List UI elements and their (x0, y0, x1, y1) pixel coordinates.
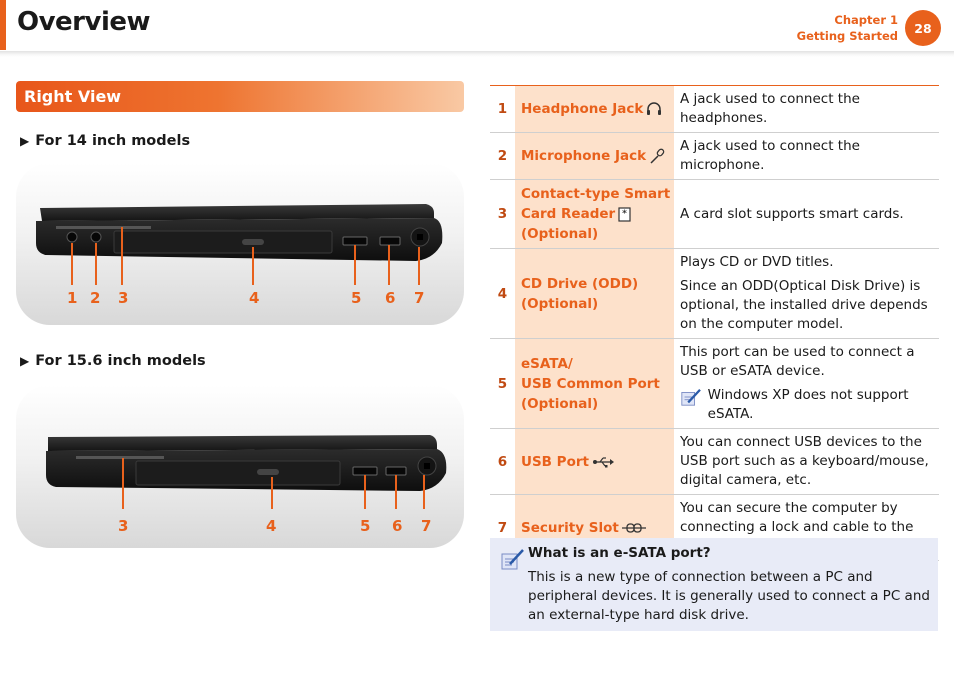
chapter-number: Chapter 1 (834, 13, 898, 27)
callout-6: 6 (392, 517, 403, 535)
description-text: You can connect USB devices to the USB p… (680, 434, 929, 488)
table-row: 5 eSATA/ USB Common Port (Optional) This… (490, 338, 939, 429)
triangle-bullet-icon: ▶ (20, 134, 30, 148)
port-name-text: USB Port (521, 453, 589, 470)
callout-7: 7 (421, 517, 432, 535)
note-pencil-icon (501, 549, 524, 570)
usb-icon (592, 456, 614, 467)
section-title: Right View (24, 87, 122, 106)
port-name-line: (Optional) (521, 226, 599, 242)
page-title: Overview (17, 7, 151, 37)
description-text: Plays CD or DVD titles. (680, 254, 834, 270)
note-pencil-icon (681, 388, 701, 406)
port-name-line: (Optional) (521, 395, 599, 412)
port-name-line: CD Drive (ODD) (521, 275, 639, 292)
callout-6: 6 (385, 289, 396, 307)
page-number-badge: 28 (905, 10, 941, 46)
port-name-line: (Optional) (521, 295, 599, 312)
callout-3: 3 (118, 289, 129, 307)
laptop-14-inch-image (16, 163, 464, 325)
port-description: A jack used to connect the microphone. (674, 132, 939, 180)
port-name: USB Port (515, 428, 674, 495)
subheading-15-inch-label: For 15.6 inch models (35, 353, 206, 369)
port-description: A card slot supports smart cards. (674, 179, 939, 249)
note-title: What is an e-SATA port? (528, 545, 711, 561)
laptop-15-inch-image (16, 385, 464, 548)
row-number: 1 (490, 85, 515, 133)
chapter-label: Chapter 1 Getting Started (797, 12, 898, 44)
port-name: Contact-type Smart Card Reader * (Optiona… (515, 179, 674, 249)
port-name-text: Headphone Jack (521, 101, 644, 117)
port-description: You can connect USB devices to the USB p… (674, 428, 939, 495)
laptop-15-inch-illustration (46, 435, 447, 509)
table-row: 6 USB Port You can connect USB devices t… (490, 428, 939, 495)
port-description: This port can be used to connect a USB o… (674, 338, 939, 429)
laptop-14-inch-illustration (36, 204, 443, 285)
headphone-icon (647, 102, 662, 115)
row-number: 6 (490, 428, 515, 495)
port-description: Plays CD or DVD titles. Since an ODD(Opt… (674, 248, 939, 339)
callout-5: 5 (360, 517, 371, 535)
note-body: This is a new type of connection between… (528, 569, 930, 623)
description-text: Since an ODD(Optical Disk Drive) is opti… (680, 278, 928, 332)
port-description-table: 1 Headphone Jack A jack used to connect … (490, 85, 939, 561)
row-number: 4 (490, 248, 515, 339)
port-name-line: Card Reader (521, 206, 616, 222)
asterisk-note-icon: * (618, 206, 631, 222)
row-number: 5 (490, 338, 515, 429)
header-divider (0, 51, 954, 57)
callout-1: 1 (67, 289, 78, 307)
triangle-bullet-icon: ▶ (20, 354, 30, 368)
port-name-text: Microphone Jack (521, 148, 647, 164)
table-row: 1 Headphone Jack A jack used to connect … (490, 85, 939, 133)
microphone-icon (650, 148, 665, 164)
row-number: 2 (490, 132, 515, 180)
section-heading-bar: Right View (16, 81, 464, 112)
port-name: Microphone Jack (515, 132, 674, 180)
table-row: 3 Contact-type Smart Card Reader * (Optio… (490, 179, 939, 249)
table-row: 4 CD Drive (ODD) (Optional) Plays CD or … (490, 248, 939, 339)
callout-3: 3 (118, 517, 129, 535)
port-name-text: Security Slot (521, 519, 619, 536)
lock-slot-icon (621, 522, 646, 533)
header-accent-bar (0, 0, 6, 50)
port-name-line: Contact-type Smart (521, 186, 671, 202)
port-description: A jack used to connect the headphones. (674, 85, 939, 133)
port-name: CD Drive (ODD) (Optional) (515, 248, 674, 339)
subheading-14-inch-label: For 14 inch models (35, 133, 191, 149)
port-name-line: eSATA/ (521, 355, 573, 372)
port-name: eSATA/ USB Common Port (Optional) (515, 338, 674, 429)
description-text: A card slot supports smart cards. (680, 205, 904, 222)
callout-4: 4 (266, 517, 277, 535)
inline-note-text: Windows XP does not support eSATA. (707, 387, 909, 422)
description-text: A jack used to connect the headphones. (680, 91, 860, 126)
callout-7: 7 (414, 289, 425, 307)
port-name: Headphone Jack (515, 85, 674, 133)
table-row: 2 Microphone Jack A jack used to connect… (490, 132, 939, 180)
chapter-name: Getting Started (796, 29, 898, 43)
svg-text:*: * (622, 209, 627, 219)
callout-4: 4 (249, 289, 260, 307)
description-text: This port can be used to connect a USB o… (680, 344, 915, 379)
description-text: A jack used to connect the microphone. (680, 138, 860, 173)
callout-2: 2 (90, 289, 101, 307)
callout-5: 5 (351, 289, 362, 307)
inline-note: Windows XP does not support eSATA. (680, 386, 936, 424)
subheading-14-inch: ▶ For 14 inch models (20, 133, 190, 149)
subheading-15-inch: ▶ For 15.6 inch models (20, 353, 206, 369)
port-name-line: USB Common Port (521, 375, 660, 392)
esata-note-box: What is an e-SATA port? This is a new ty… (490, 538, 938, 631)
row-number: 3 (490, 179, 515, 249)
